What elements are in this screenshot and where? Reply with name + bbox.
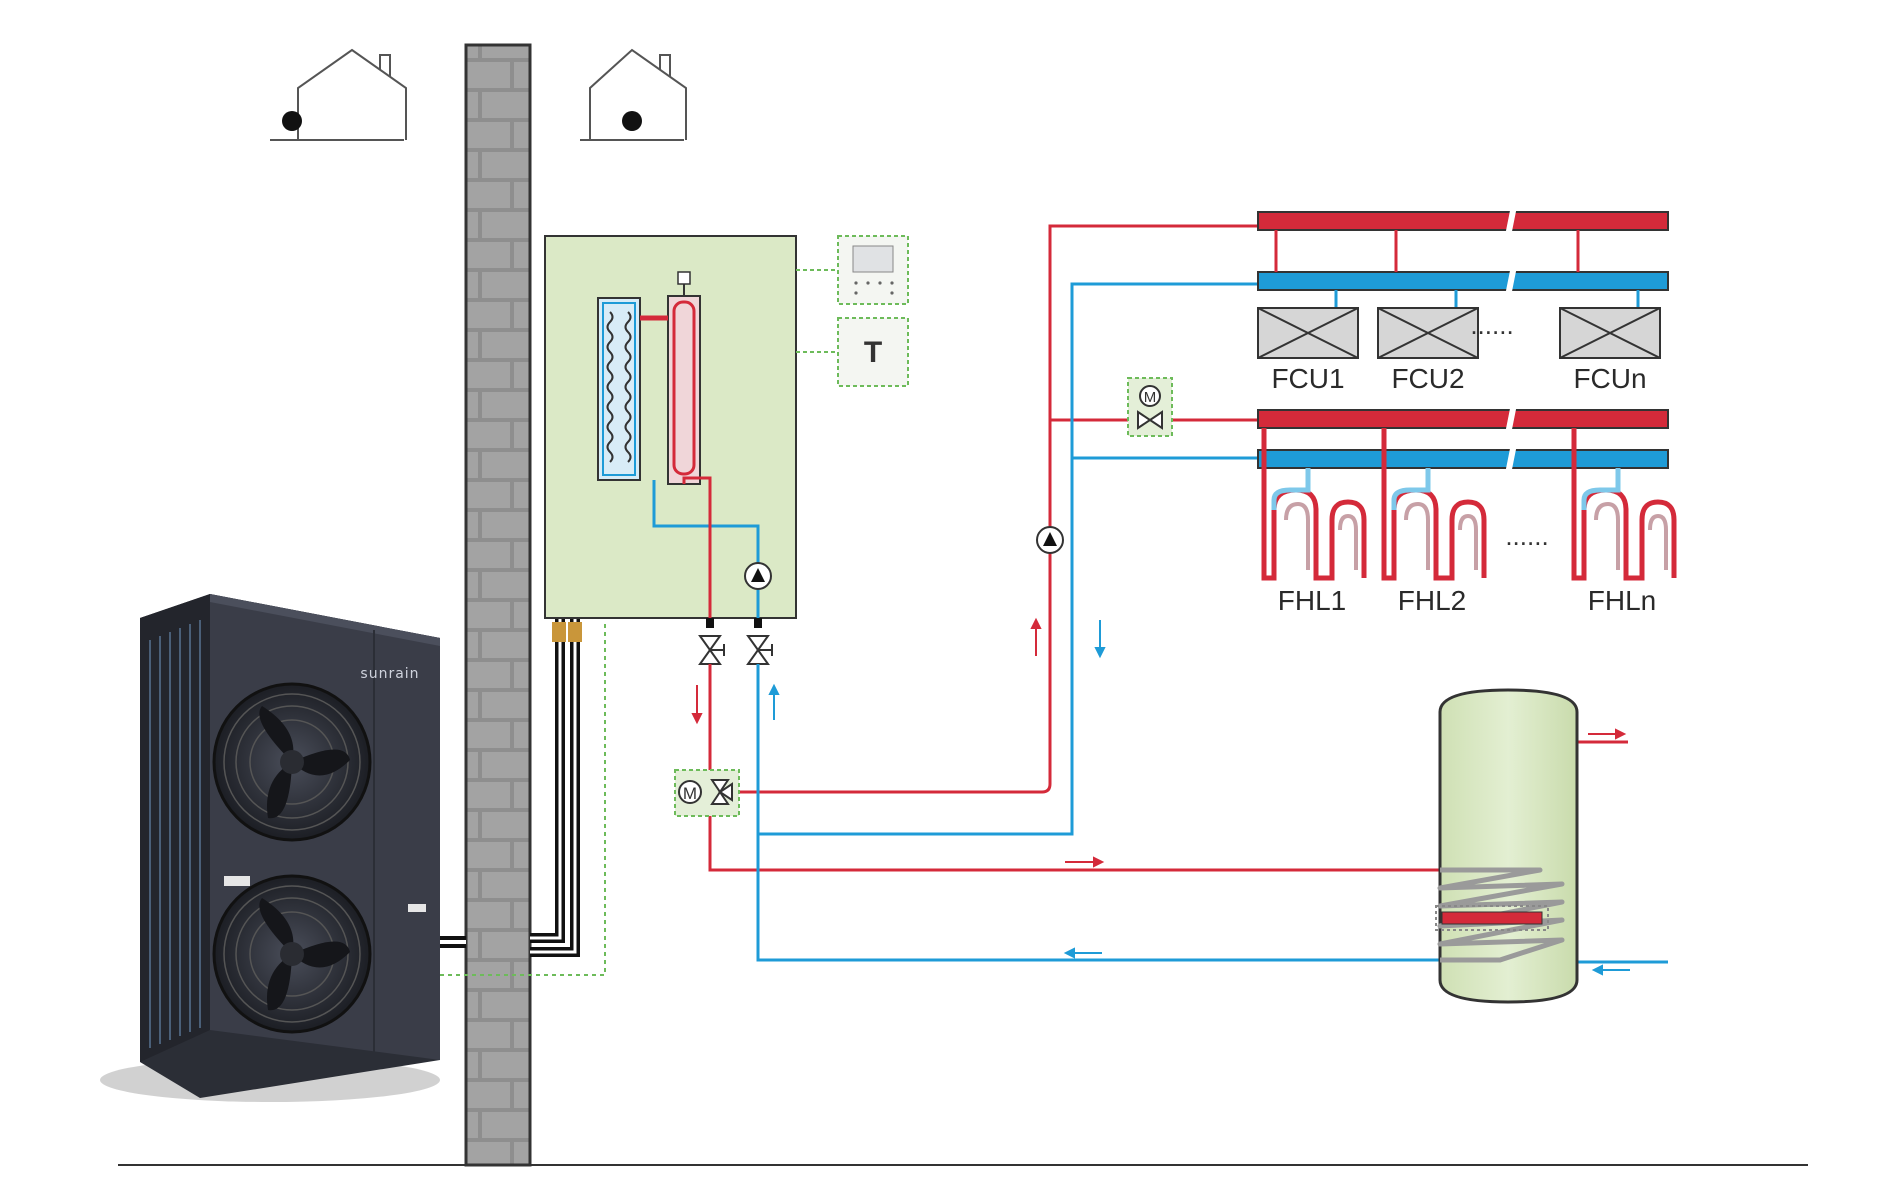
thermostat-label: T — [864, 336, 882, 369]
fhl-label: FHL2 — [1398, 585, 1466, 616]
fcu-return-header — [1257, 271, 1669, 291]
unit-handle — [408, 904, 426, 912]
dhw-tank — [1435, 688, 1579, 1004]
upper-fan-icon — [212, 682, 372, 842]
fhl-label: FHL1 — [1278, 585, 1346, 616]
lower-fan-icon — [212, 874, 372, 1034]
fhl-label: FHLn — [1588, 585, 1656, 616]
fcu-ellipsis: ...... — [1470, 310, 1513, 340]
unit-badge — [224, 876, 250, 886]
brick-wall — [464, 43, 532, 1167]
control-wire — [440, 622, 606, 976]
internal-supply-pipe — [682, 476, 712, 625]
return-pipes — [756, 282, 1668, 964]
flow-direction-arrows — [691, 617, 1630, 976]
fcu-unit: FCUn — [1559, 230, 1661, 394]
fhl-supply-header — [1257, 409, 1669, 429]
system-circulation-pump-icon — [1036, 526, 1064, 554]
two-way-valve-motor-symbol: M — [1144, 389, 1157, 406]
indoor-house-icon — [580, 48, 687, 141]
floor-heating-loops: FHL1 FHL2 FHLn — [1261, 428, 1677, 616]
outdoor-house-icon — [270, 48, 407, 141]
shutoff-valve-supply-icon — [698, 635, 725, 665]
backup-electric-heater — [667, 271, 701, 485]
brand-logo: sunrain — [360, 666, 419, 682]
fcu-unit: FCU1 — [1257, 230, 1359, 394]
tank-electric-heater — [1441, 911, 1543, 925]
outdoor-heat-pump-unit: sunrain — [100, 594, 440, 1102]
two-way-motorized-valve: M — [1127, 377, 1173, 437]
three-way-valve-motor-symbol: M — [683, 784, 697, 803]
fhl-ellipsis: ...... — [1505, 521, 1548, 551]
internal-circulation-pump-icon — [744, 562, 772, 590]
fcu-label: FCUn — [1573, 363, 1646, 394]
wired-controller — [837, 235, 909, 305]
fhl-return-header — [1257, 449, 1669, 469]
fhl-loop: FHL1 — [1261, 428, 1367, 616]
fcu-unit: FCU2 — [1377, 230, 1479, 394]
header-break-marks — [1505, 205, 1517, 475]
plate-heat-exchanger — [597, 297, 641, 481]
fhl-loop: FHL2 — [1381, 428, 1487, 616]
unit-side-grille — [149, 620, 201, 1048]
pipe-connectors — [552, 622, 582, 642]
fan-coil-units: FCU1 FCU2 FCUn — [1257, 230, 1661, 394]
room-thermostat: T — [837, 317, 909, 387]
fcu-label: FCU2 — [1391, 363, 1464, 394]
fhl-loop: FHLn — [1571, 428, 1677, 616]
fcu-label: FCU1 — [1271, 363, 1344, 394]
shutoff-valve-return-icon — [746, 635, 773, 665]
three-way-motorized-valve: M — [674, 769, 740, 817]
fcu-supply-header — [1257, 211, 1669, 231]
